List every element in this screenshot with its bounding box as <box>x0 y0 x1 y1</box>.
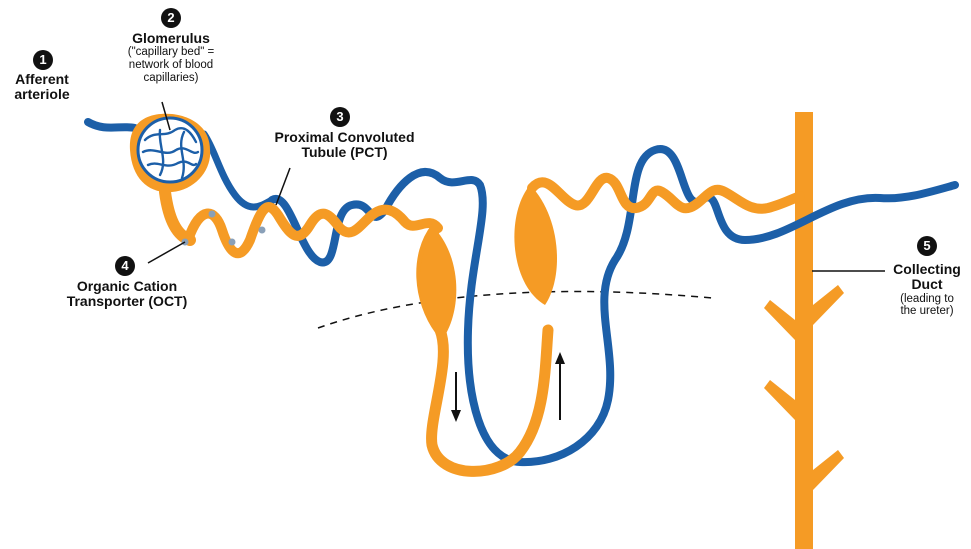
loop-bulge-right <box>514 185 557 305</box>
collecting-title-line1: Collecting <box>884 262 970 277</box>
flow-arrow-down <box>451 372 461 422</box>
collecting-title-line2: Duct <box>884 277 970 292</box>
badge-5: 5 <box>917 236 937 256</box>
pct-label: Proximal Convoluted Tubule (PCT) <box>262 130 427 161</box>
afferent-arteriole <box>88 122 135 128</box>
nephron-tubule <box>130 114 800 472</box>
collecting-duct-label: Collecting Duct (leading to the ureter) <box>884 262 970 318</box>
oct-title-line1: Organic Cation <box>52 279 202 294</box>
blood-vessel <box>88 122 955 462</box>
oct-title-line2: Transporter (OCT) <box>52 294 202 309</box>
distal-convoluted-tubule <box>532 178 800 209</box>
glomerulus-note-line3: capillaries) <box>100 72 242 85</box>
afferent-title-line2: arteriole <box>10 87 74 102</box>
glomerulus-label: Glomerulus ("capillary bed" = network of… <box>100 31 242 84</box>
collecting-note-line2: the ureter) <box>884 305 970 318</box>
glomerulus-title: Glomerulus <box>100 31 242 46</box>
oct-label: Organic Cation Transporter (OCT) <box>52 279 202 310</box>
cortex-medulla-boundary <box>318 291 712 328</box>
badge-2: 2 <box>161 8 181 28</box>
glomerulus-note-line1: ("capillary bed" = <box>100 46 242 59</box>
afferent-arteriole-label: Afferent arteriole <box>10 72 74 103</box>
badge-3: 3 <box>330 107 350 127</box>
peritubular-capillary <box>272 149 955 462</box>
collecting-note-line1: (leading to <box>884 293 970 306</box>
flow-arrow-up <box>555 352 565 420</box>
pct-title-line1: Proximal Convoluted <box>262 130 427 145</box>
proximal-convoluted-tubule <box>188 207 438 253</box>
pct-title-line2: Tubule (PCT) <box>262 145 427 160</box>
collecting-duct <box>764 112 844 549</box>
glomerulus-note-line2: network of blood <box>100 59 242 72</box>
badge-1: 1 <box>33 50 53 70</box>
oct-leader-line <box>148 242 185 263</box>
afferent-title-line1: Afferent <box>10 72 74 87</box>
badge-4: 4 <box>115 256 135 276</box>
